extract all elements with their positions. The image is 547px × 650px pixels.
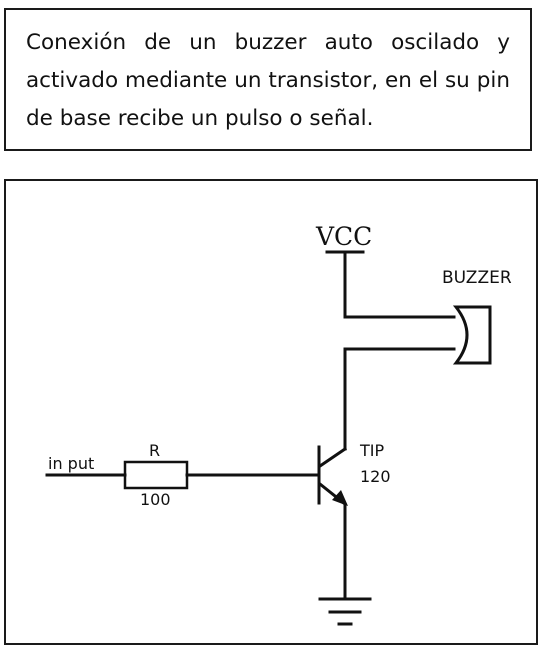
resistor-name-label: R [149,441,160,460]
caption-box: Conexión de un buzzer auto oscilado y ac… [4,8,532,151]
transistor-label-line1: TIP [359,441,384,460]
transistor-label-line2: 120 [360,467,391,486]
resistor-value-label: 100 [140,490,171,509]
circuit-diagram: VCC BUZZER in put R 100 TIP 120 [45,222,512,626]
collector-lead [317,446,348,469]
caption-text: Conexión de un buzzer auto oscilado y ac… [26,30,510,131]
vcc-label: VCC [315,222,372,251]
circuit-diagram-frame: VCC BUZZER in put R 100 TIP 120 [4,179,538,645]
buzzer-label: BUZZER [442,268,512,288]
buzzer-icon [452,305,492,365]
resistor-body [123,460,189,490]
input-label: in put [48,454,94,473]
emitter-arrow [332,490,348,506]
